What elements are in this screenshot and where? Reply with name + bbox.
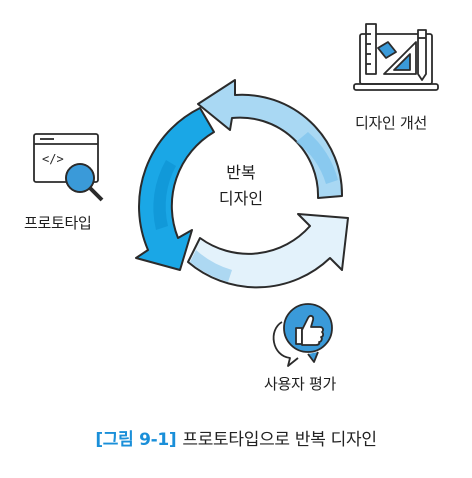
code-window-magnifier-icon: </> — [33, 133, 104, 202]
figure-number: [그림 9-1] — [95, 430, 177, 450]
center-line-1: 반복 — [226, 163, 256, 182]
thumbs-up-chat-icon — [272, 303, 333, 367]
arrow-top — [197, 79, 344, 199]
svg-text:</>: </> — [42, 152, 64, 166]
design-tools-monitor-icon — [353, 23, 439, 91]
step-prototype-label: 프로토타입 — [24, 214, 92, 232]
arrow-left — [135, 107, 215, 271]
center-line-2: 디자인 — [218, 189, 264, 208]
figure-caption: [그림 9-1]프로토타입으로 반복 디자인 — [0, 425, 472, 450]
step-design-improve-label: 디자인 개선 — [355, 114, 427, 132]
figure-title: 프로토타입으로 반복 디자인 — [182, 430, 377, 450]
arrow-bottom — [187, 213, 349, 289]
center-label: 반복 디자인 — [196, 160, 286, 212]
step-user-eval-label: 사용자 평가 — [264, 375, 336, 393]
